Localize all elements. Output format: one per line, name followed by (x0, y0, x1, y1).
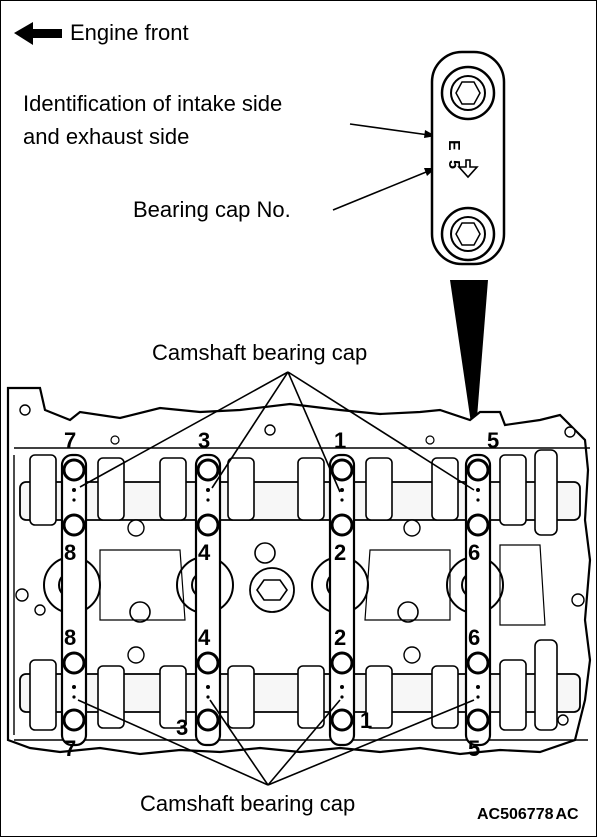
cap-num-bot-1: 7 (64, 736, 76, 761)
cap-num-bot-4: 5 (468, 736, 480, 761)
capno-leader-line (332, 167, 437, 211)
camshaft-bearing-cap-label-bottom: Camshaft bearing cap (140, 791, 356, 816)
cap-num-um-1: 8 (64, 540, 76, 565)
engine-front-label: Engine front (70, 20, 189, 45)
engine-front-arrow-icon (14, 22, 62, 45)
figure-code-suffix: AC (555, 806, 579, 823)
cap-num-um-4: 6 (468, 540, 480, 565)
cap-num-um-2: 4 (198, 540, 211, 565)
top-callout-lines (79, 371, 475, 493)
cap-num-top-4: 5 (487, 428, 499, 453)
bottom-callout-lines (77, 699, 475, 786)
camshaft-bearing-cap-label-top: Camshaft bearing cap (152, 340, 368, 365)
cylinder-head (6, 386, 592, 756)
detail-side-letter: E (445, 140, 462, 151)
detail-cap-number: 5 (445, 160, 462, 169)
identification-label-line1: Identification of intake side (23, 91, 283, 116)
cap-num-lm-4: 6 (468, 625, 480, 650)
zoom-pointer (450, 280, 488, 430)
cap-num-bot-3: 1 (360, 708, 372, 733)
cap-bolts (62, 458, 490, 732)
id-leader-line (349, 123, 437, 137)
cap-num-lm-2: 4 (198, 625, 211, 650)
detail-bearing-cap (430, 50, 506, 266)
cap-num-bot-2: 3 (176, 715, 188, 740)
cap-num-top-2: 3 (198, 428, 210, 453)
cap-num-top-3: 1 (334, 428, 346, 453)
bearing-cap-no-label: Bearing cap No. (133, 197, 291, 222)
figure-code-main: AC506778 (477, 806, 554, 823)
identification-label-line2: and exhaust side (23, 124, 190, 149)
cap-num-lm-1: 8 (64, 625, 76, 650)
cap-num-lm-3: 2 (334, 625, 346, 650)
cap-num-top-1: 7 (64, 428, 76, 453)
cap-num-um-3: 2 (334, 540, 346, 565)
direction-mark-icon (457, 159, 479, 179)
